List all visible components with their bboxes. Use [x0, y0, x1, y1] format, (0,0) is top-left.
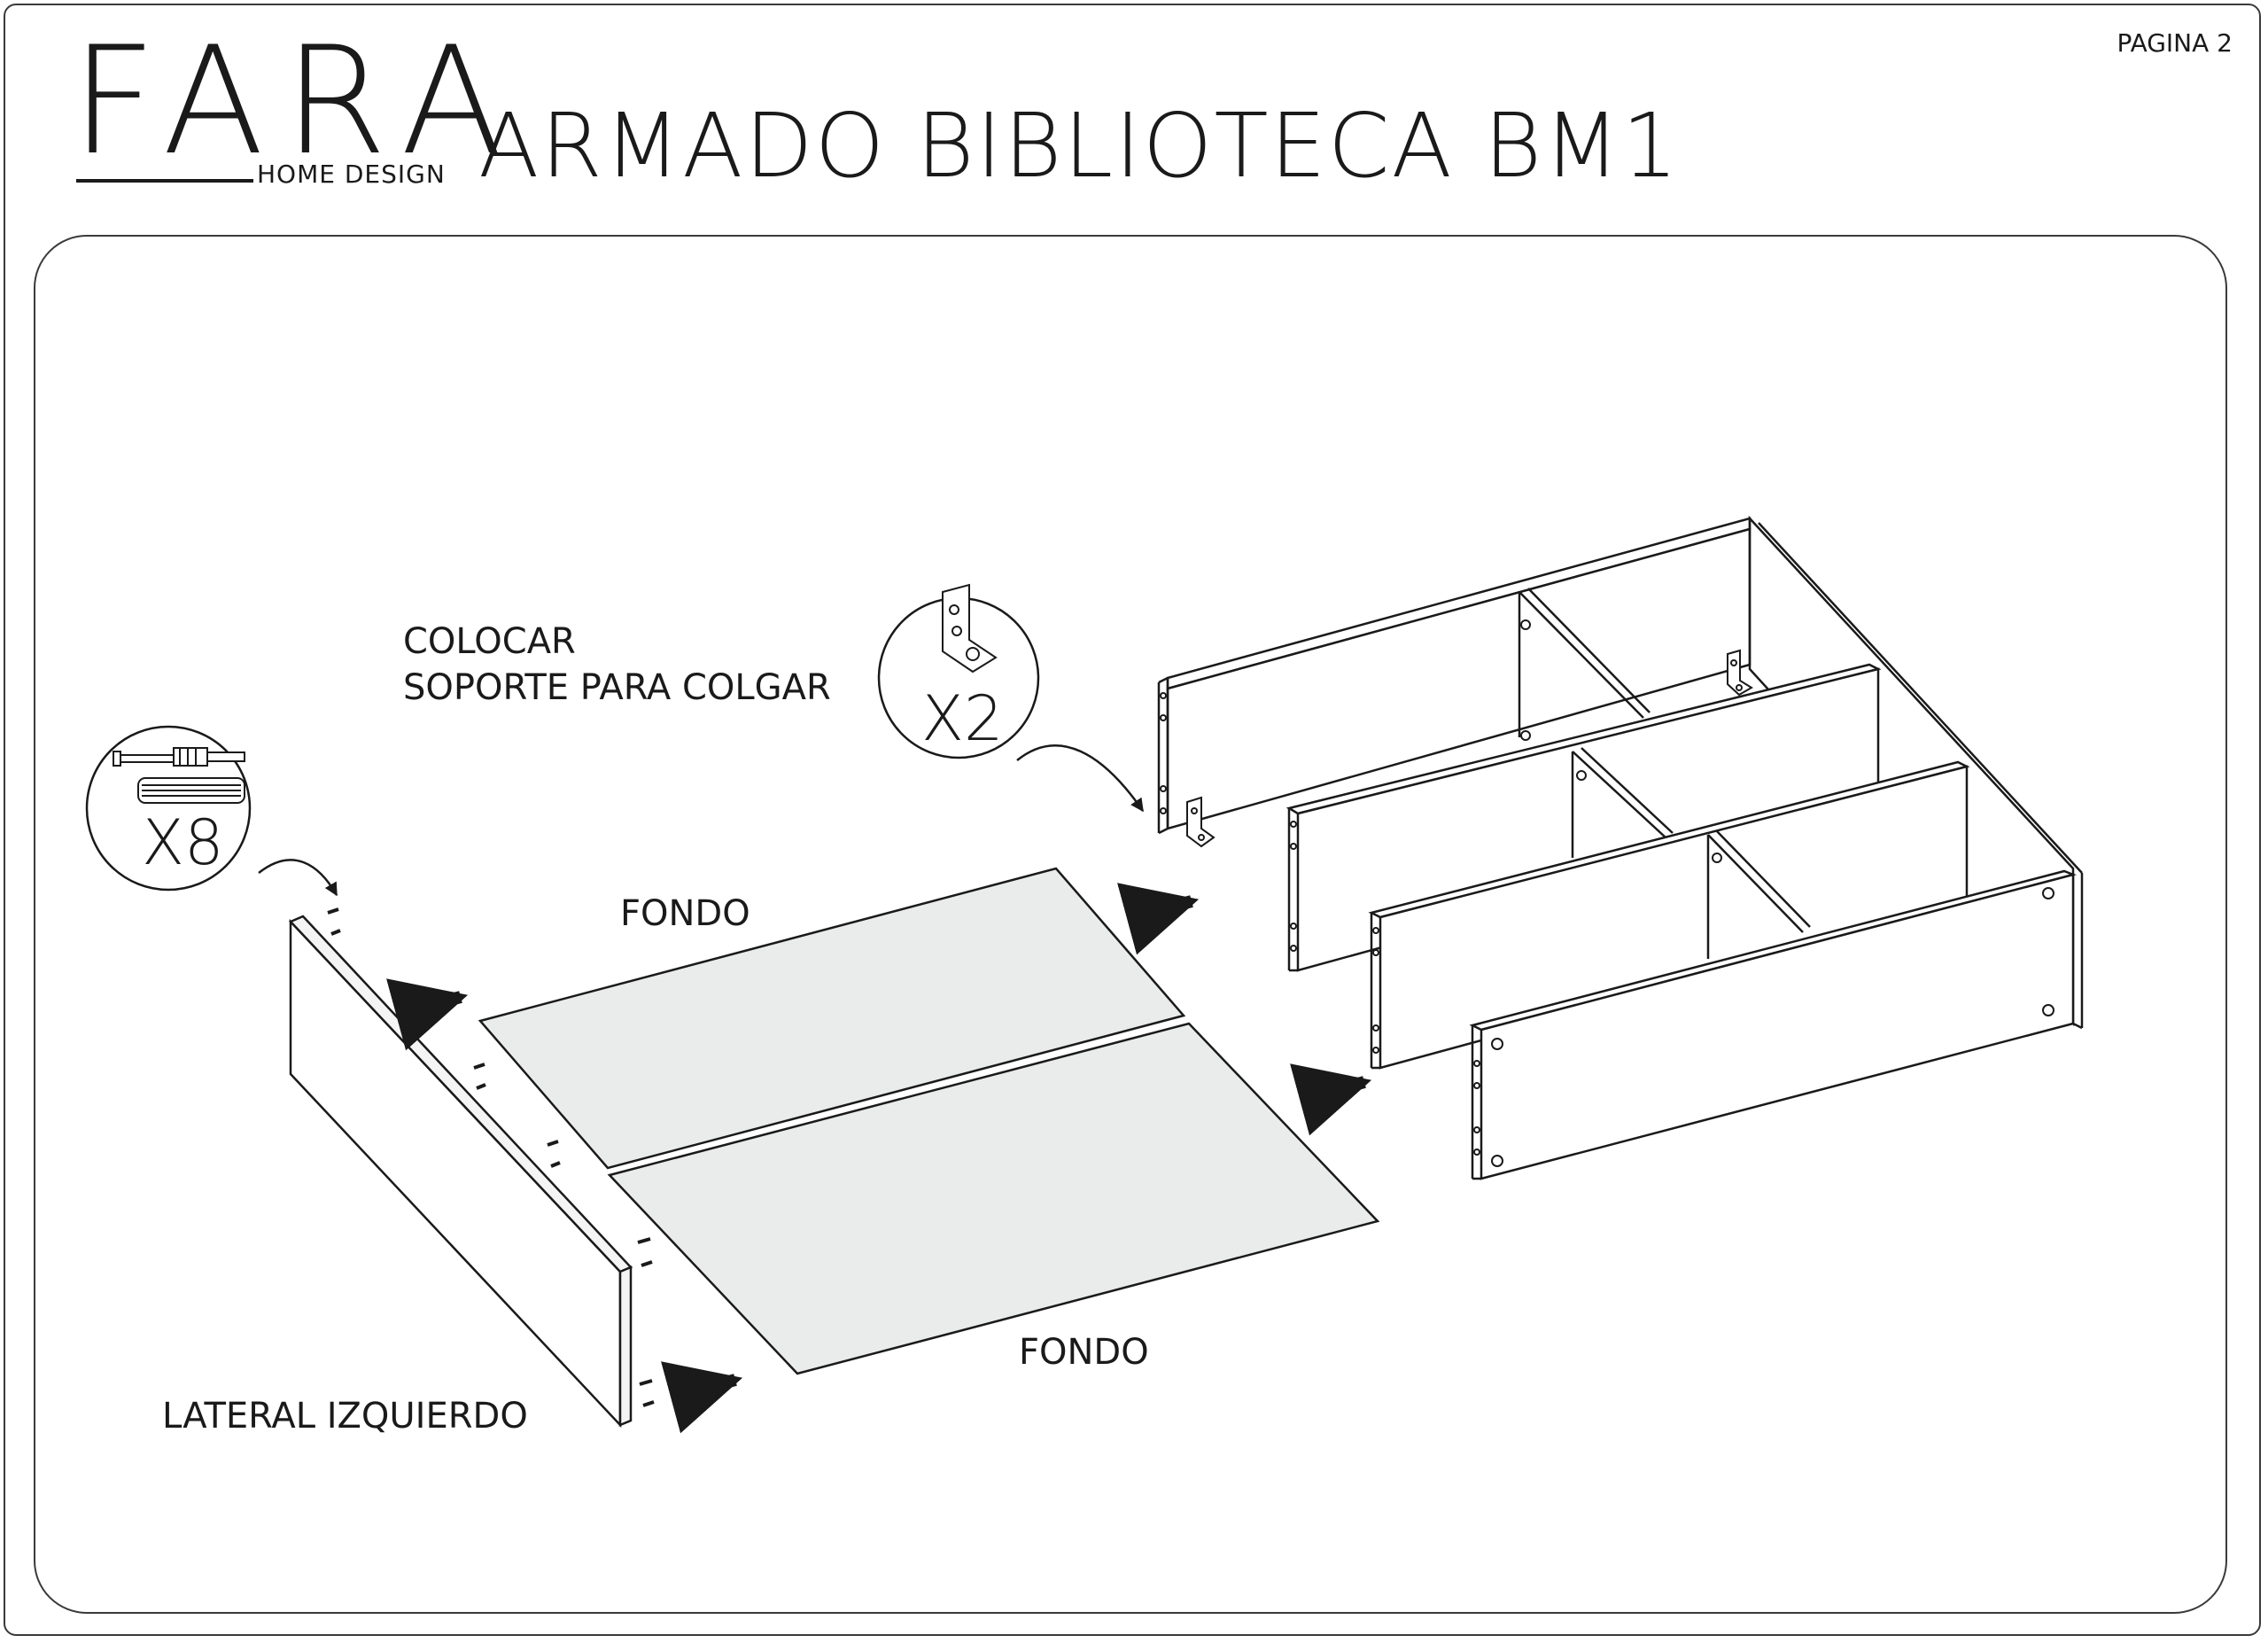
drawing-panel	[34, 235, 2227, 1614]
l-bracket-icon	[942, 583, 998, 674]
l-bracket-icon	[1186, 796, 1216, 848]
arrow-right	[1117, 883, 1200, 955]
arrow-right	[386, 978, 469, 1051]
brand-logo: FARA HOME DESIGN	[71, 27, 502, 191]
instruction-line-2: SOPORTE PARA COLGAR	[403, 667, 831, 708]
bookcase-carcass	[1157, 515, 2084, 1180]
bracket-count: X2	[921, 682, 1004, 755]
callout-pointer-arrow	[258, 859, 338, 897]
brand-name: FARA	[71, 14, 522, 188]
fondo-label-top: FONDO	[620, 893, 750, 934]
screw-and-dowel-icon	[113, 747, 245, 804]
hardware-count: X8	[142, 806, 224, 879]
page-frame	[4, 4, 2261, 1636]
back-panel-bottom	[607, 1022, 1380, 1375]
instruction-line-1: COLOCAR	[403, 621, 576, 662]
arrow-right	[661, 1361, 743, 1434]
lateral-izquierdo-label: LATERAL IZQUIERDO	[162, 1396, 528, 1437]
assembly-arrows	[386, 883, 1372, 1434]
left-side-panel	[288, 915, 633, 1429]
back-panel-top	[478, 867, 1186, 1170]
brand-subtitle: HOME DESIGN	[257, 160, 446, 189]
callout-pointer-arrow	[1016, 744, 1145, 813]
dowel-marks-left-panel	[327, 907, 655, 1407]
page-number: PAGINA 2	[2117, 28, 2233, 58]
arrow-right	[1290, 1063, 1372, 1136]
drill-holes	[1160, 619, 2054, 1167]
page-title: ARMADO BIBLIOTECA BM1	[478, 94, 1681, 198]
l-bracket-icon	[1727, 649, 1753, 697]
fondo-label-bottom: FONDO	[1019, 1332, 1149, 1373]
logo-underline	[76, 179, 253, 183]
bracket-callout	[877, 583, 1040, 759]
hardware-callout	[85, 725, 252, 892]
